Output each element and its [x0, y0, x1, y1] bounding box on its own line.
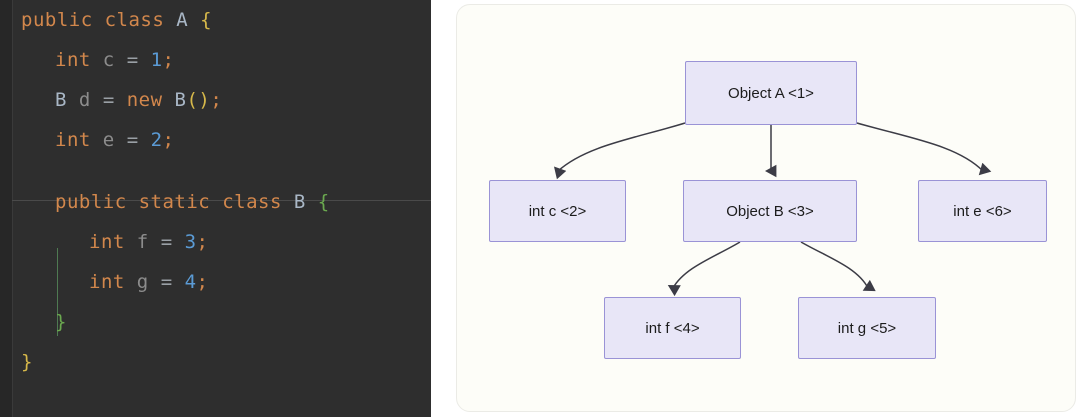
code-token-num: 3	[184, 231, 197, 253]
code-token-op	[149, 231, 161, 253]
code-token-punc: ;	[210, 89, 223, 111]
code-token-brace-g: {	[317, 191, 330, 213]
node-label: Object B <3>	[726, 202, 814, 220]
node-label: int f <4>	[645, 319, 700, 337]
code-token-op	[93, 9, 105, 31]
code-token-kw: static	[138, 191, 211, 213]
code-token-op: =	[160, 231, 173, 253]
diagram-edges-layer	[553, 122, 992, 297]
code-line[interactable]: int c = 1;	[12, 40, 431, 80]
code-token-op	[163, 89, 175, 111]
node-int-f[interactable]: int f <4>	[604, 297, 741, 359]
code-token-punc: ;	[162, 49, 175, 71]
code-token-op	[282, 191, 294, 213]
code-token-op: =	[160, 271, 173, 293]
code-token-paren-y: ()	[186, 89, 211, 111]
code-token-op: =	[126, 49, 139, 71]
node-int-g[interactable]: int g <5>	[798, 297, 936, 359]
code-token-op	[210, 191, 222, 213]
code-token-op	[115, 49, 127, 71]
code-line[interactable]: }	[12, 302, 431, 342]
code-token-kw: class	[104, 9, 165, 31]
code-token-op	[125, 271, 137, 293]
node-int-e[interactable]: int e <6>	[918, 180, 1047, 242]
code-token-op	[115, 89, 127, 111]
code-token-brace-y: }	[21, 351, 33, 373]
code-token-punc: ;	[162, 129, 175, 151]
code-token-punc: ;	[196, 271, 209, 293]
code-token-kw: class	[222, 191, 282, 213]
edge-b-to-f	[667, 241, 741, 297]
code-token-op	[139, 49, 151, 71]
code-token-op	[149, 271, 161, 293]
code-token-kw: int	[55, 49, 91, 71]
code-token-var: e	[102, 129, 115, 151]
node-object-a[interactable]: Object A <1>	[685, 61, 857, 125]
code-token-kw: public	[21, 9, 93, 31]
node-label: int e <6>	[953, 202, 1012, 220]
editor-gutter	[0, 0, 13, 417]
code-token-kw: public	[55, 191, 127, 213]
code-token-num: 2	[150, 129, 163, 151]
code-token-op	[127, 191, 139, 213]
code-token-op: =	[102, 89, 115, 111]
edge-a-to-c	[553, 122, 686, 180]
code-content[interactable]: public class A {int c = 1;B d = new B();…	[12, 0, 431, 417]
code-token-var: c	[102, 49, 115, 71]
node-int-c[interactable]: int c <2>	[489, 180, 626, 242]
code-token-op	[91, 49, 103, 71]
code-token-num: 4	[184, 271, 197, 293]
code-token-type: A	[176, 9, 189, 31]
node-object-b[interactable]: Object B <3>	[683, 180, 857, 242]
node-label: int g <5>	[837, 319, 897, 337]
code-token-kw: int	[89, 231, 125, 253]
object-diagram-panel: Object A <1> int c <2> Object B <3> int e <…	[456, 4, 1076, 412]
code-token-op	[91, 89, 103, 111]
code-token-op	[125, 231, 137, 253]
node-label: Object A <1>	[728, 84, 814, 102]
code-token-type: B	[293, 191, 306, 213]
code-token-var: f	[136, 231, 149, 253]
code-token-brace-y: {	[200, 9, 213, 31]
code-token-op	[306, 191, 318, 213]
code-token-op	[173, 231, 185, 253]
code-token-var: d	[78, 89, 91, 111]
code-token-type: B	[174, 89, 187, 111]
code-token-punc: ;	[196, 231, 209, 253]
code-token-op	[139, 129, 151, 151]
code-blank-line	[12, 160, 431, 182]
code-token-kw: new	[126, 89, 163, 111]
code-section-separator	[12, 200, 431, 201]
code-line[interactable]: int f = 3;	[12, 222, 431, 262]
indent-guide	[57, 248, 58, 336]
code-line[interactable]: int g = 4;	[12, 262, 431, 302]
code-line[interactable]: int e = 2;	[12, 120, 431, 160]
code-token-op	[188, 9, 200, 31]
edge-b-to-g	[800, 241, 876, 292]
code-line[interactable]: }	[12, 342, 431, 382]
code-token-var: g	[136, 271, 149, 293]
code-token-type: B	[55, 89, 67, 111]
node-label: int c <2>	[528, 202, 587, 220]
code-token-op	[164, 9, 176, 31]
code-editor-panel[interactable]: public class A {int c = 1;B d = new B();…	[0, 0, 431, 417]
code-token-brace-g: }	[55, 311, 67, 333]
code-token-op: =	[126, 129, 139, 151]
code-line[interactable]: public static class B {	[12, 182, 431, 222]
code-token-num: 1	[150, 49, 163, 71]
code-token-op	[115, 129, 127, 151]
code-token-op	[91, 129, 103, 151]
code-token-kw: int	[55, 129, 91, 151]
code-line[interactable]: public class A {	[12, 0, 431, 40]
code-token-kw: int	[89, 271, 125, 293]
code-token-op	[67, 89, 79, 111]
code-token-op	[173, 271, 185, 293]
edge-a-to-e	[856, 122, 992, 176]
code-line[interactable]: B d = new B();	[12, 80, 431, 120]
